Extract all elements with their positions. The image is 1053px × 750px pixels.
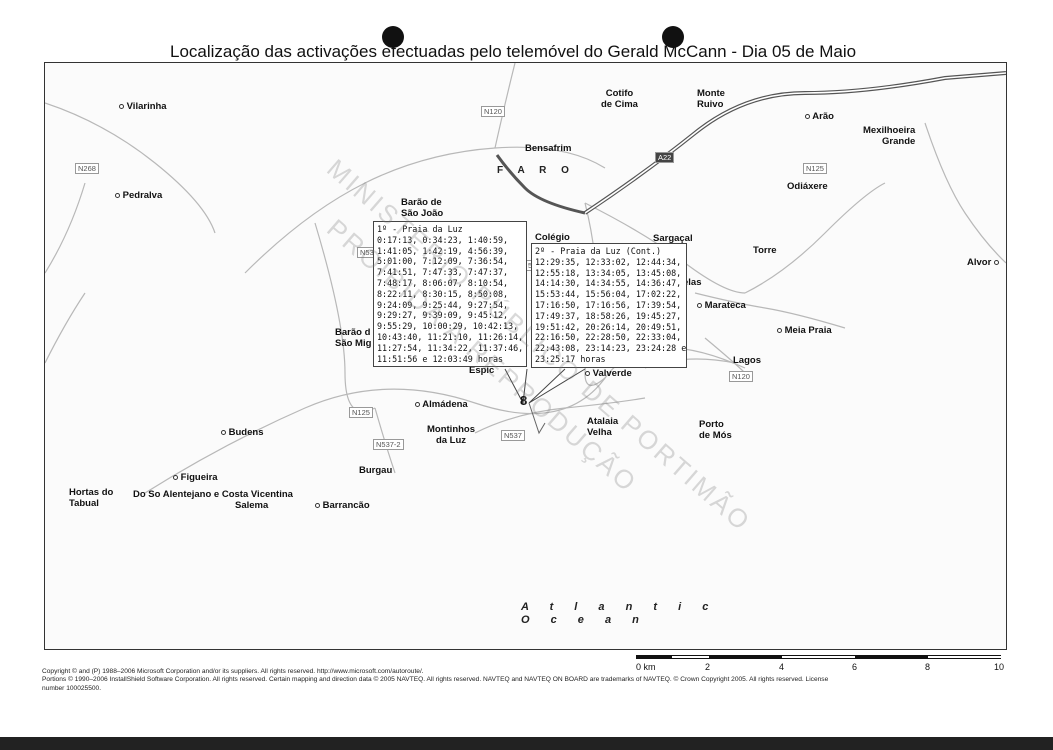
place-almadena: Almádena (415, 399, 468, 410)
scale-segment (636, 655, 672, 659)
place-dot-icon (315, 502, 320, 508)
callout-2-title: 2º - Praia da Luz (Cont.) (535, 246, 662, 256)
place-meia-praia: Meia Praia (777, 325, 832, 336)
place-barao-sao-joao: Barão de São João (401, 197, 444, 219)
place-dot-icon (119, 103, 124, 109)
scale-label-6: 6 (852, 662, 858, 672)
place-dot-icon (777, 327, 782, 333)
map-canvas[interactable]: Vilarinha Pedralva Cotifo de Cima Monte … (44, 62, 1007, 650)
scale-segment (782, 655, 855, 659)
place-porto-de-mos: Porto de Mós (699, 419, 732, 441)
place-barao-sao-miguel: Barão d São Mig (335, 327, 372, 349)
scale-segment (709, 655, 782, 659)
callout-1-times: 0:17:13, 0:34:23, 1:40:59, 1:41:05, 1:42… (377, 234, 524, 364)
scale-bar: 0 km 2 4 6 8 10 (636, 655, 1005, 672)
place-vilarinha: Vilarinha (119, 101, 167, 112)
road-label-n125-ne: N125 (803, 163, 827, 174)
punch-hole-left (382, 26, 404, 48)
ocean-label: A t l a n t i c O c e a n (521, 601, 718, 626)
road-label-a22: A22 (655, 152, 675, 163)
scale-segment (855, 655, 928, 659)
place-dot-icon (115, 192, 120, 198)
place-bensafrim: Bensafrim (525, 143, 572, 154)
place-marateca: Marateca (697, 300, 746, 311)
place-dot-icon (221, 429, 226, 435)
scale-segment (928, 655, 1001, 659)
place-sargacal: Sargaçal (653, 233, 693, 244)
place-salema: Salema (235, 500, 269, 511)
scale-label-4: 4 (779, 662, 785, 672)
location-pin-icon[interactable]: 8 (520, 393, 528, 408)
place-montinhos: Montinhos da Luz (427, 424, 476, 446)
place-barrancao: Barrancão (315, 500, 370, 511)
place-pedralva: Pedralva (115, 190, 162, 201)
place-dot-icon (697, 302, 702, 308)
callout-1-title: 1º - Praia da Luz (377, 224, 463, 234)
road-label-n125-w: N125 (349, 407, 373, 418)
scale-label-10: 10 (994, 662, 1005, 672)
road-label-n268: N268 (75, 163, 99, 174)
place-cotifo: Cotifo de Cima (601, 88, 638, 110)
activation-callout-2[interactable]: 2º - Praia da Luz (Cont.)12:29:35, 12:33… (531, 243, 687, 368)
road-label-n120-lagos: N120 (729, 371, 753, 382)
place-valverde: Valverde (585, 368, 632, 379)
place-arao: Arão (805, 111, 834, 122)
place-dot-icon (993, 259, 999, 265)
scale-segment (672, 655, 709, 659)
place-atalaia: Atalaia Velha (587, 416, 619, 438)
place-lagos: Lagos (733, 355, 761, 366)
punch-hole-right (662, 26, 684, 48)
place-torre: Torre (753, 245, 777, 256)
place-elas: elas (683, 277, 702, 288)
place-dot-icon (805, 113, 810, 119)
place-costa-vicentina: Do So Alentejano e Costa Vicentina (133, 489, 293, 500)
place-mexilhoeira: Mexilhoeira Grande (863, 125, 916, 147)
scale-label-2: 2 (705, 662, 711, 672)
scale-label-0: 0 km (636, 662, 656, 672)
copyright-notice: Copyright © and (P) 1988–2006 Microsoft … (42, 668, 829, 692)
place-colegio: Colégio (535, 232, 570, 243)
place-hortas: Hortas do Tabual (69, 487, 114, 509)
scan-edge (0, 737, 1053, 750)
place-alvor: Alvor (967, 257, 999, 268)
place-dot-icon (585, 370, 590, 376)
road-label-n537: N537 (501, 430, 525, 441)
place-monte-ruivo: Monte Ruivo (697, 88, 725, 110)
scale-label-8: 8 (925, 662, 931, 672)
place-espiche: Espic (469, 365, 495, 376)
place-burgau: Burgau (359, 465, 393, 476)
place-dot-icon (415, 401, 420, 407)
place-dot-icon (173, 474, 178, 480)
place-figueira: Figueira (173, 472, 218, 483)
road-label-n537-2: N537-2 (373, 439, 404, 450)
place-odiaxere: Odiáxere (787, 181, 828, 192)
road-label-n120: N120 (481, 106, 505, 117)
callout-2-times: 12:29:35, 12:33:02, 12:44:34, 12:55:18, … (535, 256, 687, 364)
map-title: Localização das activações efectuadas pe… (170, 42, 857, 61)
region-label-faro: F A R O (497, 165, 575, 176)
road-network (45, 63, 1006, 494)
place-budens: Budens (221, 427, 263, 438)
